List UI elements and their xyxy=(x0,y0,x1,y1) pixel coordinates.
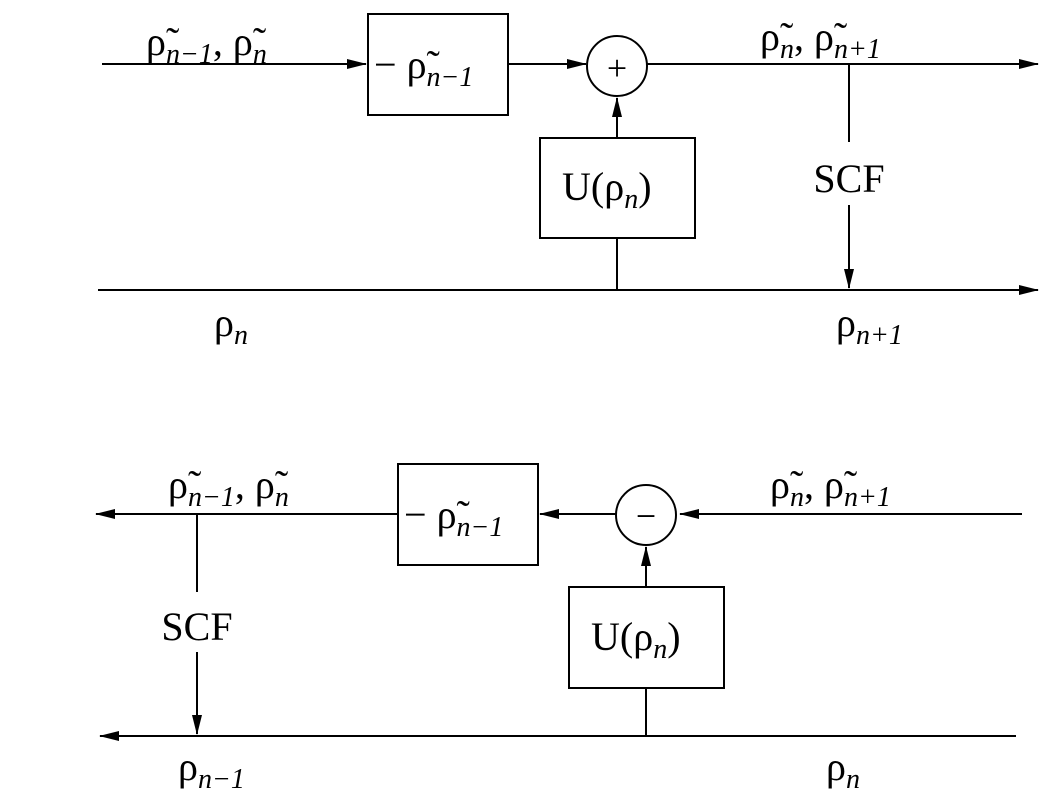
bottom-input-label: ρ̃n, ρ̃n+1 xyxy=(770,462,891,513)
top-output-label: ρ̃n, ρ̃n+1 xyxy=(760,14,881,65)
bottom-subtract-box xyxy=(397,463,539,566)
top-u-label: U(ρn) xyxy=(562,164,652,215)
top-diagram: ρ̃n−1, ρ̃n − ρ̃n−1 + U(ρn) ρ̃n, ρ̃n+1 SC… xyxy=(98,13,1039,351)
bottom-scf-label: SCF xyxy=(161,604,232,649)
top-scf-label: SCF xyxy=(813,156,884,201)
top-sum-operator: + xyxy=(607,48,627,88)
top-sum-node xyxy=(586,35,648,97)
bottom-diff-operator: − xyxy=(636,496,656,536)
bottom-u-label: U(ρn) xyxy=(591,614,681,665)
bottom-lower-right-label: ρn xyxy=(826,744,860,795)
top-lower-right-label: ρn+1 xyxy=(836,300,903,351)
top-input-label: ρ̃n−1, ρ̃n xyxy=(146,19,267,70)
bottom-u-box xyxy=(568,586,725,689)
bottom-diagram: ρ̃n−1, ρ̃n − ρ̃n−1 − U(ρn) ρ̃n, ρ̃n+1 SC… xyxy=(95,462,1022,795)
bottom-output-label: ρ̃n−1, ρ̃n xyxy=(168,462,289,513)
bottom-lower-left-label: ρn−1 xyxy=(178,744,245,795)
top-u-box xyxy=(539,137,696,239)
top-lower-left-label: ρn xyxy=(214,300,248,351)
